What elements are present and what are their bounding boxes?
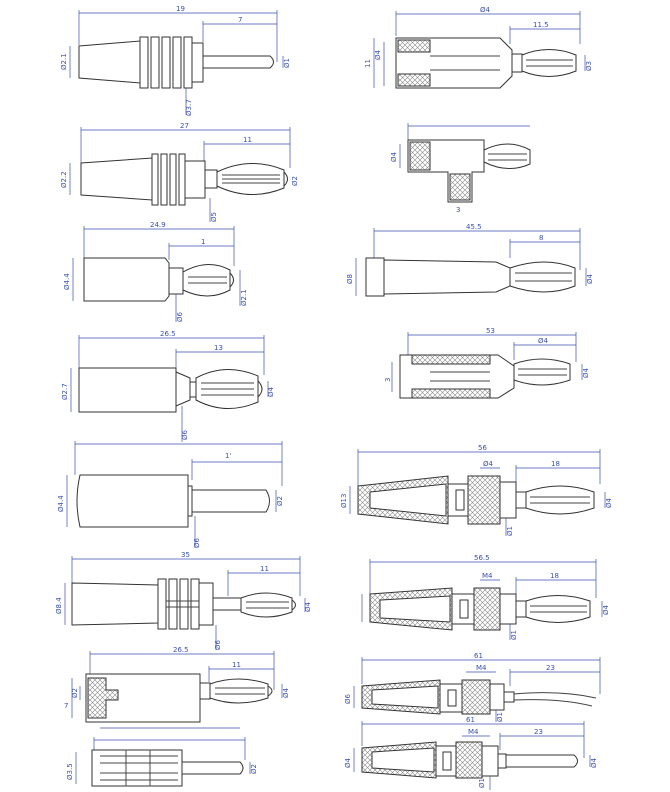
dim-L6-1: 11 (260, 565, 269, 573)
dim-R5-0: 56 (478, 444, 487, 452)
dim-R1-1: 11.5 (533, 21, 549, 29)
plug-drawing-L3: 24.9 1 Ø4.4 Ø6 Ø2.1 (63, 221, 248, 322)
dim-L2-3: Ø5 (210, 212, 218, 222)
dim-R5-1: Ø4 (483, 460, 494, 468)
dim-L4-1: 13 (214, 344, 223, 352)
dim-L3-4: Ø2.1 (240, 289, 248, 306)
dim-L1-0: 19 (176, 5, 185, 13)
plug-drawing-L4: 26.5 13 Ø2.7 Ø6 Ø4 (61, 330, 275, 442)
dim-L8-0: Ø3.5 (66, 763, 74, 780)
dim-L7-0: 26.5 (173, 646, 189, 654)
plug-drawing-R4: 53 Ø4 Ø4 3 (384, 327, 590, 399)
dim-R3-2: Ø8 (346, 274, 354, 284)
dim-L1-2: Ø2.1 (60, 53, 68, 70)
dim-R8-5: Ø1 (478, 778, 486, 788)
dim-L5-1: Ø4.4 (57, 495, 65, 512)
dim-L2-2: Ø2.2 (60, 171, 68, 188)
dim-L4-2: Ø2.7 (61, 383, 69, 400)
plug-drawing-L6: 35 11 Ø8.4 Ø6 Ø4 (55, 551, 312, 650)
dim-R6-4: Ø1 (510, 630, 518, 640)
dim-R2-1: 3 (456, 206, 460, 214)
plug-drawing-L7: 26.5 11 Ø2 7 Ø4 (64, 646, 290, 729)
dim-L1-3: Ø3.7 (185, 99, 193, 116)
dim-L3-2: Ø4.4 (63, 273, 71, 290)
dim-L7-1: 11 (232, 661, 241, 669)
dim-L7-4: Ø4 (282, 687, 290, 698)
dim-L4-4: Ø4 (267, 386, 275, 397)
dim-L4-0: 26.5 (160, 330, 176, 338)
dim-R8-2: 23 (534, 728, 543, 736)
dim-R1-3: Ø4 (374, 49, 382, 60)
dim-L2-0: 27 (180, 122, 189, 130)
plug-drawing-R1: Ø4 11.5 11 Ø4 Ø3 (364, 6, 593, 89)
dim-R7-0: 61 (474, 652, 483, 660)
dim-L5-2: Ø6 (193, 537, 201, 548)
dim-L7-3: 7 (64, 702, 68, 710)
dim-R8-3: Ø4 (344, 757, 352, 768)
dim-L1-4: Ø1 (283, 58, 291, 68)
dim-L5-0: 1' (225, 452, 231, 460)
plug-drawing-R5: 56 Ø4 18 Ø13 Ø4 Ø1 (340, 444, 613, 536)
dim-R3-1: 8 (539, 234, 543, 242)
dim-R6-0: 56.5 (474, 554, 490, 562)
dim-R1-4: Ø3 (585, 61, 593, 71)
dim-R3-3: Ø4 (586, 273, 594, 284)
dim-L6-4: Ø4 (304, 601, 312, 612)
dim-L8-1: Ø2 (250, 764, 258, 774)
dim-R4-1: Ø4 (538, 337, 549, 345)
dim-R7-4: Ø1 (496, 712, 504, 722)
plug-drawing-L8: Ø3.5 Ø2 (66, 737, 258, 787)
dim-R8-4: Ø4 (590, 757, 598, 768)
dim-R1-0: Ø4 (480, 6, 491, 14)
dim-R5-4: Ø4 (605, 497, 613, 508)
dim-R5-5: Ø1 (506, 526, 514, 536)
dim-L3-3: Ø6 (176, 311, 184, 322)
dim-L3-1: 1 (201, 238, 205, 246)
plug-drawing-L5: 1' Ø4.4 Ø6 Ø2 (57, 441, 284, 548)
dim-R8-1: M4 (468, 728, 479, 736)
dim-R6-3: Ø4 (602, 604, 610, 615)
dim-R5-2: 18 (551, 460, 560, 468)
dim-L6-0: 35 (181, 551, 190, 559)
dim-R7-3: Ø6 (344, 693, 352, 704)
dim-R7-1: M4 (476, 664, 487, 672)
dim-R4-0: 53 (486, 327, 495, 335)
dim-R2-0: Ø4 (390, 151, 398, 162)
dim-L4-3: Ø6 (181, 429, 189, 440)
plug-drawing-R8: 61 M4 23 Ø4 Ø4 Ø1 (344, 716, 598, 790)
plug-drawing-R6: 56.5 M4 18 Ø4 Ø1 (361, 554, 610, 640)
dim-L2-1: 11 (243, 136, 252, 144)
dim-R4-2: Ø4 (582, 367, 590, 378)
plug-drawing-R2: Ø4 3 (390, 123, 531, 214)
dim-L3-0: 24.9 (150, 221, 166, 229)
dim-R5-3: Ø13 (340, 494, 348, 508)
dim-L2-4: Ø2 (291, 176, 299, 186)
dim-L6-2: Ø8.4 (55, 597, 63, 614)
dim-R3-0: 45.5 (466, 223, 482, 231)
dim-R7-2: 23 (546, 664, 555, 672)
dim-R8-0: 61 (466, 716, 475, 724)
dim-R4-3: 3 (384, 378, 392, 382)
plug-drawing-R3: 45.5 8 Ø8 Ø4 (346, 223, 594, 297)
dim-R6-1: M4 (482, 572, 493, 580)
dim-R1-2: 11 (364, 59, 372, 68)
dim-L1-1: 7 (238, 16, 242, 24)
plug-drawing-R7: 61 M4 23 Ø6 Ø1 (344, 652, 601, 722)
dim-L7-2: Ø2 (71, 688, 79, 698)
plug-drawing-L2: 27 11 Ø2.2 Ø5 Ø2 (60, 122, 299, 222)
plug-drawing-L1: 19 7 Ø2.1 Ø3.7 Ø1 (60, 5, 291, 116)
dim-L6-3: Ø6 (214, 639, 222, 650)
dim-L5-3: Ø2 (276, 496, 284, 506)
dim-R6-2: 18 (550, 572, 559, 580)
